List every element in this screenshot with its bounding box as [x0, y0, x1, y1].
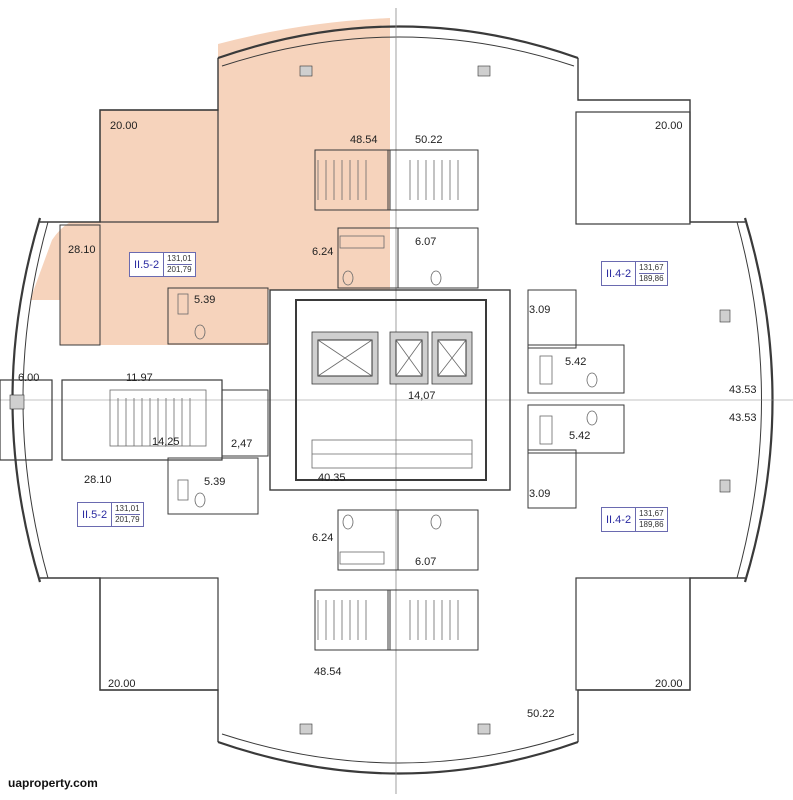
- area-label: 48.54: [314, 666, 342, 678]
- area-label: 6.24: [312, 246, 334, 258]
- unit-code: II.5-2: [130, 253, 165, 276]
- area-label: 50.22: [415, 134, 443, 146]
- unit-living-area: 131,01: [167, 254, 192, 263]
- axis-lines: [0, 8, 793, 794]
- highlighted-apartment[interactable]: [30, 18, 390, 345]
- unit-label[interactable]: II.5-2 131,01 201,79: [77, 502, 144, 527]
- unit-code: II.4-2: [602, 508, 637, 531]
- area-label: 2,47: [231, 438, 253, 450]
- area-label: 5.39: [204, 476, 226, 488]
- area-label: 6.07: [415, 236, 437, 248]
- area-label: 5.42: [565, 356, 587, 368]
- unit-total-area: 189,86: [639, 273, 664, 283]
- area-label: 3.09: [529, 304, 551, 316]
- area-label: 43.53: [729, 412, 757, 424]
- area-label: 20.00: [655, 120, 683, 132]
- area-label: 28.10: [68, 244, 96, 256]
- area-label: 43.53: [729, 384, 757, 396]
- fixtures: [177, 235, 598, 565]
- area-label: 5.39: [194, 294, 216, 306]
- area-label: 6.00: [18, 372, 40, 384]
- area-label: 3.09: [529, 488, 551, 500]
- unit-total-area: 201,79: [115, 514, 140, 524]
- area-label: 6.07: [415, 556, 437, 568]
- area-label: 20.00: [108, 678, 136, 690]
- unit-living-area: 131,67: [639, 263, 664, 272]
- unit-total-area: 189,86: [639, 519, 664, 529]
- area-label: 20.00: [110, 120, 138, 132]
- watermark: uaproperty.com: [8, 776, 98, 790]
- area-label: 40.35: [318, 472, 346, 484]
- unit-living-area: 131,67: [639, 509, 664, 518]
- stairs: [109, 160, 459, 640]
- area-label: 11.97: [126, 372, 153, 384]
- area-label: 5.42: [569, 430, 591, 442]
- unit-label[interactable]: II.4-2 131,67 189,86: [601, 507, 668, 532]
- central-core: [269, 289, 511, 491]
- unit-living-area: 131,01: [115, 504, 140, 513]
- columns: [9, 65, 731, 735]
- unit-code: II.5-2: [78, 503, 113, 526]
- area-label: 50.22: [527, 708, 555, 720]
- area-label: 28.10: [84, 474, 112, 486]
- area-label: 14,25: [152, 436, 180, 448]
- unit-label[interactable]: II.4-2 131,67 189,86: [601, 261, 668, 286]
- unit-label[interactable]: II.5-2 131,01 201,79: [129, 252, 196, 277]
- area-label: 48.54: [350, 134, 378, 146]
- room-walls: [0, 109, 691, 691]
- area-label: 6.24: [312, 532, 334, 544]
- area-label: 20.00: [655, 678, 683, 690]
- area-label: 14,07: [408, 390, 436, 402]
- unit-total-area: 201,79: [167, 264, 192, 274]
- unit-code: II.4-2: [602, 262, 637, 285]
